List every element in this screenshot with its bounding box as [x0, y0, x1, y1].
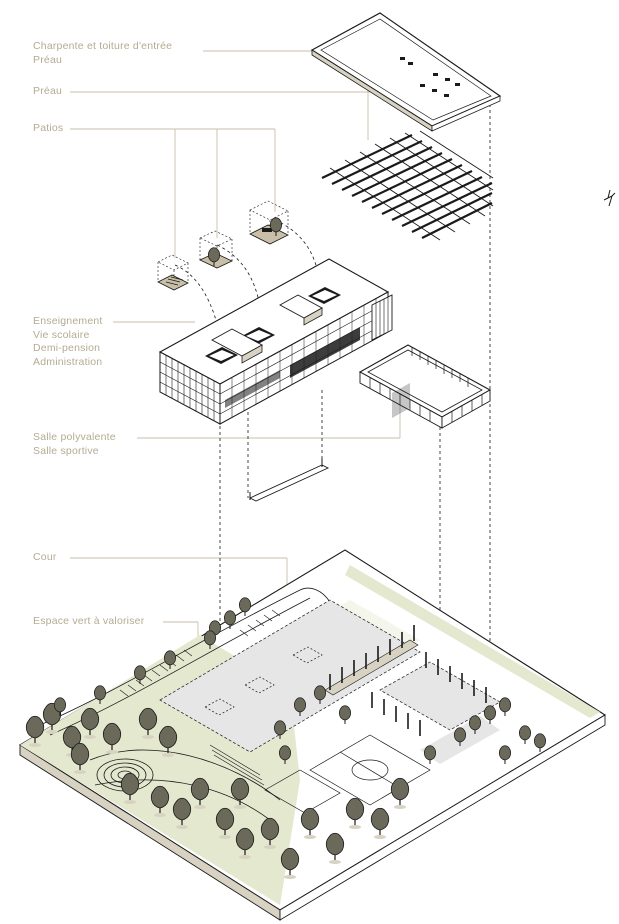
label-charpente-line-2: Préau [33, 53, 63, 66]
label-preau: Préau [33, 85, 62, 99]
label-salle-line-1: Salle polyvalente [33, 431, 116, 443]
label-charpente: Charpente et toiture d'entrée Préau [33, 40, 172, 67]
patio-cubes [157, 200, 289, 291]
label-salle-line-2: Salle sportive [33, 444, 99, 457]
label-patios-line-1: Patios [33, 122, 64, 134]
label-patios: Patios [33, 122, 63, 136]
label-cour: Cour [33, 551, 57, 565]
label-espace-vert-line-1: Espace vert à valoriser [33, 615, 145, 627]
label-cour-line-1: Cour [33, 551, 57, 563]
main-building [158, 258, 393, 425]
label-enseignement: Enseignement Vie scolaire Demi-pension A… [33, 315, 103, 369]
label-enseignement-line-4: Administration [33, 355, 103, 368]
label-enseignement-line-3: Demi-pension [33, 342, 101, 354]
label-espace-vert: Espace vert à valoriser [33, 615, 144, 629]
label-charpente-line-1: Charpente et toiture d'entrée [33, 40, 173, 52]
north-arrow-icon [603, 189, 616, 207]
preau-pergola [321, 130, 494, 241]
label-enseignement-line-1: Enseignement [33, 315, 103, 327]
label-preau-line-1: Préau [33, 85, 63, 97]
entrance-roof-plate [310, 12, 502, 132]
label-enseignement-line-2: Vie scolaire [33, 328, 90, 341]
ground-floor-plate [248, 458, 330, 502]
sports-hall [358, 344, 492, 429]
label-salle: Salle polyvalente Salle sportive [33, 431, 116, 458]
